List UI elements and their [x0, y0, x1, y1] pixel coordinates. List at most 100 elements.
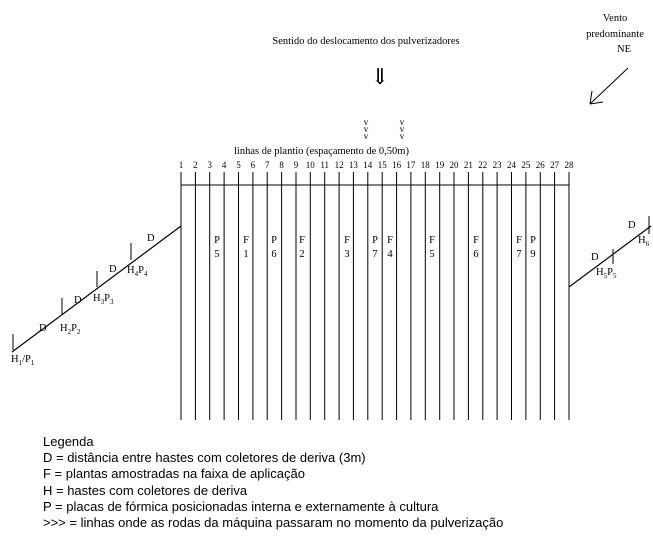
svg-text:5: 5 [214, 249, 219, 260]
wheel-marker: v [400, 131, 405, 141]
row-number: 2 [193, 160, 198, 170]
station-h1-p1: H1/P1 [11, 354, 35, 367]
sampled-plant-f5: F 5 [429, 235, 435, 260]
svg-text:9: 9 [530, 249, 535, 260]
sampled-plant-f6: F 6 [473, 235, 479, 260]
row-number: 15 [378, 160, 388, 170]
svg-text:F: F [243, 235, 249, 246]
plate-p5: P 5 [214, 235, 220, 260]
right-distance-label: D [591, 252, 599, 263]
left-distance-label: D [74, 295, 82, 306]
sampled-plant-f3: F 3 [344, 235, 350, 260]
svg-text:F: F [387, 235, 393, 246]
plate-p6: P 6 [271, 235, 277, 260]
legend: Legenda D = distância entre hastes com c… [43, 434, 503, 531]
wheel-marker: v [400, 117, 405, 127]
right-transect-line [568, 225, 652, 288]
row-number: 27 [550, 160, 560, 170]
wheel-marker: v [364, 124, 369, 134]
row-number: 23 [493, 160, 503, 170]
row-number: 19 [435, 160, 445, 170]
row-number: 14 [363, 160, 373, 170]
svg-text:4: 4 [387, 249, 393, 260]
sampled-plant-f4: F 4 [387, 235, 393, 260]
legend-item-p: P = placas de fórmica posicionadas inter… [43, 498, 439, 514]
planting-rows [180, 172, 570, 420]
left-distance-label: D [39, 323, 47, 334]
row-number: 8 [279, 160, 284, 170]
svg-text:F: F [344, 235, 350, 246]
wind-label-line3: NE [617, 44, 631, 55]
row-number: 22 [478, 160, 487, 170]
legend-item-wheel-tracks: >>> = linhas onde as rodas da máquina pa… [43, 515, 504, 531]
row-number: 13 [349, 160, 359, 170]
row-number: 18 [421, 160, 431, 170]
sampled-plant-f2: F 2 [299, 235, 305, 260]
svg-text:P: P [372, 235, 378, 246]
diagram-title: Sentido do deslocamento dos pulverizador… [272, 36, 459, 47]
row-number: 21 [464, 160, 473, 170]
station-h6: H6 [638, 235, 650, 248]
svg-text:7: 7 [516, 249, 521, 260]
sampled-plant-f1: F 1 [243, 235, 249, 260]
svg-text:5: 5 [429, 249, 434, 260]
wheel-marker: v [364, 117, 369, 127]
svg-text:F: F [429, 235, 435, 246]
wind-label-line1: Vento [603, 13, 628, 24]
row-number: 4 [222, 160, 227, 170]
row-number: 3 [207, 160, 212, 170]
row-number: 16 [392, 160, 402, 170]
row-number: 28 [565, 160, 575, 170]
row-number: 6 [251, 160, 256, 170]
row-number: 1 [179, 160, 184, 170]
planting-rows-label: linhas de plantio (espaçamento de 0,50m) [234, 146, 409, 157]
svg-text:F: F [473, 235, 479, 246]
legend-item-f: F = plantas amostradas na faixa de aplic… [43, 466, 305, 482]
row-number: 17 [406, 160, 416, 170]
station-h4-p4: H4P4 [127, 265, 148, 278]
legend-title: Legenda [43, 434, 94, 449]
row-number: 20 [450, 160, 460, 170]
left-transect-line [11, 225, 182, 353]
legend-item-d: D = distância entre hastes com coletores… [43, 450, 366, 466]
row-number: 10 [306, 160, 316, 170]
legend-item-h: H = hastes com coletores de deriva [43, 482, 248, 498]
row-number: 26 [536, 160, 546, 170]
station-h5-p5: H5P5 [596, 267, 617, 280]
svg-text:6: 6 [473, 249, 478, 260]
direction-arrow: ⇓ [371, 64, 389, 89]
row-number: 7 [265, 160, 270, 170]
left-distance-label: D [147, 233, 155, 244]
row-number: 9 [294, 160, 299, 170]
sampled-plant-f7: F 7 [516, 235, 522, 260]
row-number: 25 [521, 160, 531, 170]
plate-p7: P 7 [372, 235, 378, 260]
svg-text:1: 1 [243, 249, 248, 260]
right-distance-label: D [628, 220, 636, 231]
svg-text:P: P [271, 235, 277, 246]
svg-text:2: 2 [299, 249, 304, 260]
wind-label-line2: predominante [586, 29, 644, 40]
wheel-track-markers-left: v v v [364, 117, 369, 141]
svg-text:F: F [516, 235, 522, 246]
wheel-track-markers-right: v v v [400, 117, 405, 141]
station-h2-p2: H2P2 [60, 323, 81, 336]
svg-text:7: 7 [372, 249, 377, 260]
plate-p9: P 9 [530, 235, 536, 260]
station-h3-p3: H3P3 [93, 293, 114, 306]
svg-text:P: P [530, 235, 536, 246]
row-number: 24 [507, 160, 517, 170]
row-number: 5 [236, 160, 241, 170]
svg-text:F: F [299, 235, 305, 246]
wheel-marker: v [364, 131, 369, 141]
row-number: 11 [320, 160, 329, 170]
wind-direction-arrow [589, 67, 629, 105]
row-number: 12 [335, 160, 344, 170]
wheel-marker: v [400, 124, 405, 134]
svg-text:6: 6 [271, 249, 276, 260]
svg-text:P: P [214, 235, 220, 246]
svg-text:3: 3 [344, 249, 349, 260]
